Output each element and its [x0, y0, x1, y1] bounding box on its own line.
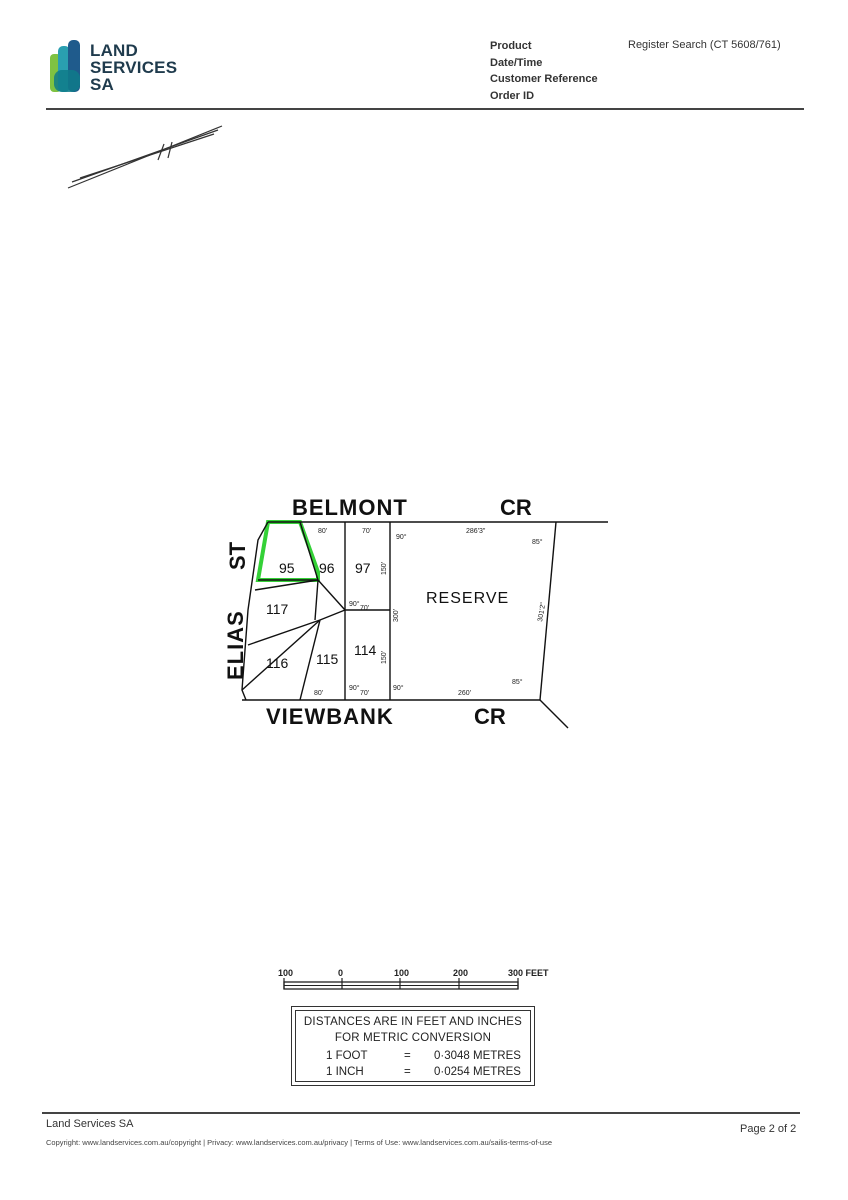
plan-dimensions: 80' 70' 90° 286'3" 85° 301'2" 260' 85° 9…: [314, 528, 547, 697]
road-marker-icon: [67, 125, 223, 189]
lot-115: 115: [316, 651, 339, 667]
dim-label: 90°: [396, 533, 407, 541]
lot-95: 95: [279, 560, 295, 576]
conversion-unit: 1 INCH: [326, 1066, 364, 1078]
logo-line-3: SA: [90, 75, 115, 94]
plan-boundaries: [241, 521, 608, 729]
lot-97: 97: [355, 560, 371, 576]
conversion-line-2: FOR METRIC CONVERSION: [334, 1032, 492, 1044]
dim-label: 85°: [532, 538, 543, 546]
logo-mark-icon: [50, 40, 80, 92]
dim-label: 90°: [349, 600, 360, 608]
label-datetime: Date/Time: [490, 56, 543, 69]
dim-label: 301'2": [537, 602, 547, 623]
dim-label: 70': [360, 605, 369, 612]
product-value: Register Search (CT 5608/761): [628, 39, 781, 51]
scale-bar: 100 0 100 200 300 FEET: [278, 968, 549, 990]
street-viewbank-cr: CR: [474, 704, 506, 729]
lot-117: 117: [266, 601, 289, 617]
dim-label: 80': [318, 528, 327, 535]
dim-label: 260': [458, 690, 471, 697]
scale-tick-label: 300 FEET: [508, 968, 549, 978]
street-elias: ELIAS: [223, 610, 248, 680]
scale-tick-label: 100: [278, 968, 293, 978]
lot-114: 114: [354, 642, 377, 658]
dim-label: 85°: [512, 678, 523, 686]
land-services-logo: LAND SERVICES SA: [50, 40, 180, 96]
conversion-eq: =: [404, 1066, 411, 1078]
dim-label: 150': [381, 651, 388, 664]
header-rule: [46, 108, 804, 110]
street-viewbank: VIEWBANK: [266, 704, 394, 729]
logo-line-2: SERVICES: [90, 58, 178, 77]
label-product: Product: [490, 40, 532, 52]
footer-copyright: Copyright: www.landservices.com.au/copyr…: [46, 1138, 553, 1147]
label-customer-reference: Customer Reference: [490, 73, 598, 85]
dim-label: 90°: [393, 684, 404, 692]
conversion-unit: 1 FOOT: [326, 1050, 368, 1062]
page-number: Page 2 of 2: [740, 1123, 797, 1135]
survey-plan: BELMONT CR VIEWBANK CR ST ELIAS RESERVE …: [67, 125, 608, 990]
footer-rule: [42, 1112, 800, 1114]
dim-label: 90°: [349, 684, 360, 692]
dim-label: 150': [381, 562, 388, 575]
header-labels: Product Date/Time Customer Reference Ord…: [490, 38, 598, 104]
street-belmont-cr: CR: [500, 495, 532, 520]
label-order-id: Order ID: [490, 89, 535, 102]
conversion-eq: =: [404, 1050, 411, 1062]
dim-label: 286'3": [466, 528, 486, 535]
dim-label: 80': [314, 690, 323, 697]
metric-conversion-box: DISTANCES ARE IN FEET AND INCHES FOR MET…: [291, 1006, 535, 1086]
scale-tick-label: 200: [453, 968, 468, 978]
conversion-value: 0·0254 METRES: [434, 1066, 521, 1078]
scale-tick-label: 100: [394, 968, 409, 978]
lot-96: 96: [319, 560, 335, 576]
dim-label: 300': [393, 609, 400, 622]
street-elias-st: ST: [225, 541, 250, 570]
logo-line-1: LAND: [90, 41, 139, 60]
lot-116: 116: [266, 655, 289, 671]
reserve-label: RESERVE: [426, 590, 509, 607]
dim-label: 70': [362, 528, 371, 535]
dim-label: 70': [360, 690, 369, 697]
conversion-line-1: DISTANCES ARE IN FEET AND INCHES: [303, 1016, 523, 1028]
logo-wordmark: LAND SERVICES SA: [90, 42, 177, 93]
conversion-value: 0·3048 METRES: [434, 1050, 521, 1062]
street-belmont: BELMONT: [292, 495, 408, 520]
scale-tick-label: 0: [338, 968, 343, 978]
footer-org: Land Services SA: [46, 1118, 134, 1130]
